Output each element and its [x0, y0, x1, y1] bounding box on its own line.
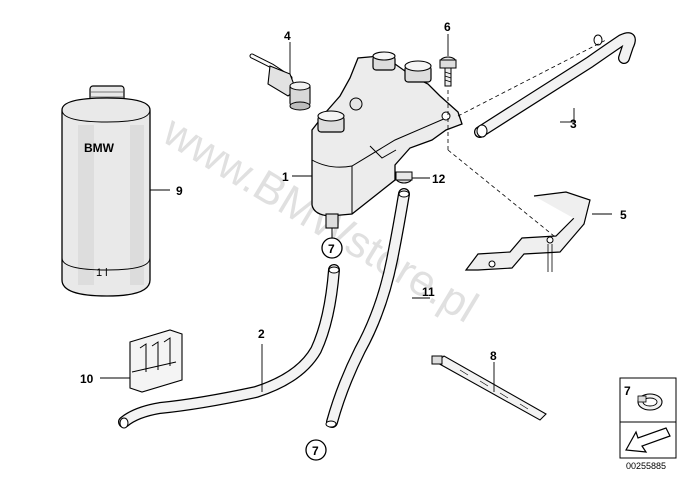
assembly-lines [447, 39, 607, 237]
callout-labels: 1 2 3 4 5 6 8 9 10 11 12 [80, 20, 627, 386]
circle-ref-top[interactable]: 7 [321, 237, 343, 259]
bottle-volume-label: 1 l [96, 267, 108, 279]
reservoir-part[interactable] [311, 51, 463, 238]
hose-clamp-icon [637, 393, 663, 411]
circle-ref-bottom-label: 7 [312, 444, 319, 458]
hose-part-2[interactable] [118, 264, 340, 429]
bracket-part-5[interactable] [464, 191, 591, 272]
callout-5: 5 [620, 208, 627, 222]
callout-11: 11 [422, 285, 435, 299]
bottle-brand-label: BMW [84, 141, 115, 155]
hose-part-3[interactable] [474, 32, 636, 138]
callout-12: 12 [432, 172, 446, 186]
sensor-part-4[interactable] [249, 53, 311, 111]
legend-box: 7 00255885 [619, 377, 677, 471]
callout-1: 1 [282, 170, 289, 184]
callout-6: 6 [444, 20, 451, 34]
connector-part-12[interactable] [395, 171, 413, 184]
oil-bottle-part[interactable]: BMW 1 l [61, 85, 151, 297]
callout-9: 9 [176, 184, 183, 198]
catalog-number: 00255885 [626, 461, 666, 471]
leader-lines [100, 34, 612, 392]
clip-part-10[interactable] [129, 329, 183, 393]
direction-arrow-icon [625, 427, 671, 453]
callout-8: 8 [490, 349, 497, 363]
callout-4: 4 [284, 29, 291, 43]
circle-ref-bottom[interactable]: 7 [305, 439, 327, 461]
hose-part-11[interactable] [325, 188, 410, 428]
callout-10: 10 [80, 372, 94, 386]
cable-tie-part-8[interactable] [431, 355, 547, 421]
callout-2: 2 [258, 327, 265, 341]
legend-ref-label: 7 [624, 384, 631, 398]
screw-part-6[interactable] [439, 56, 457, 87]
callout-3: 3 [570, 117, 577, 131]
circle-ref-top-label: 7 [328, 242, 335, 256]
